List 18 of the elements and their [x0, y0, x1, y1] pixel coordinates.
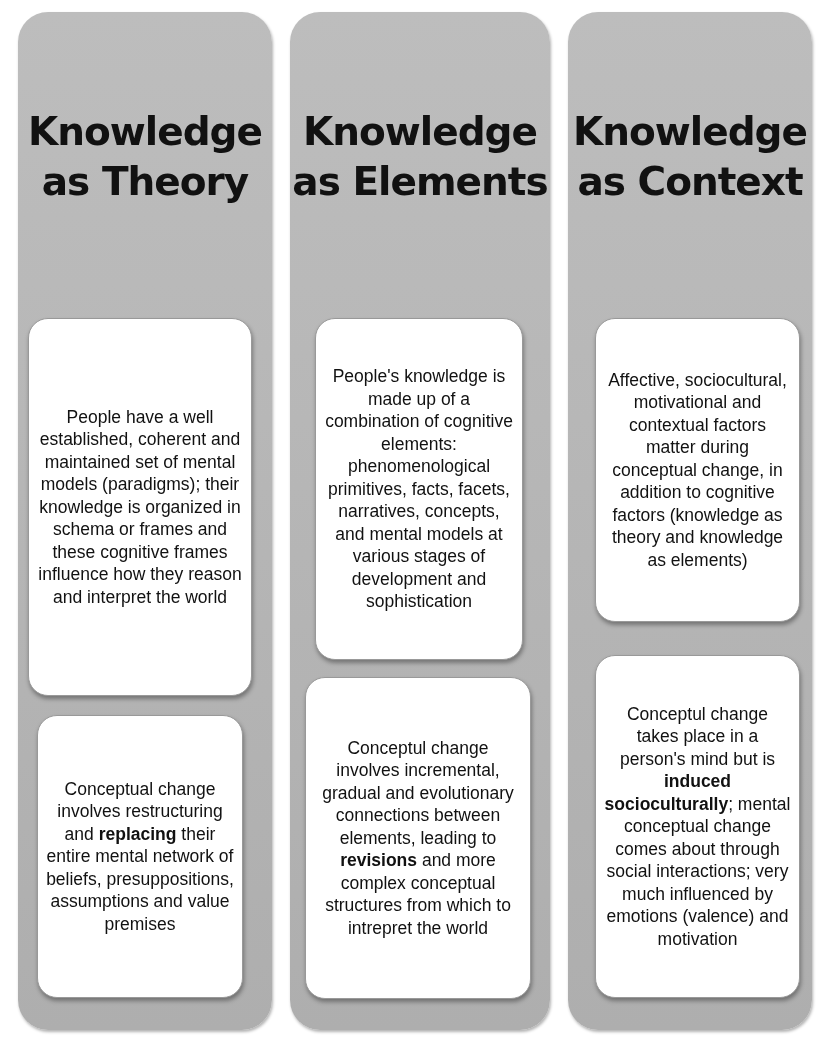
description-text: People have a well established, coherent and maintained set of mental models (paradigms); their knowledge is organized in schema or frames and these cognitive frames influence how they reason and interpret the world	[37, 405, 243, 609]
text-card	[595, 318, 800, 622]
column-panel	[18, 12, 272, 1030]
text-card	[315, 318, 523, 660]
description-text: Affective, sociocultural, motivational and contextual factors matter during conceptual change, in addition to cognitive factors (knowledge as theory and knowledge as elements)	[607, 368, 788, 572]
text-card	[37, 715, 243, 998]
text-card	[28, 318, 252, 696]
description-text: Conceptual change involves restructuring and replacing their entire mental network of beliefs, presuppositions, assumptions and value premises	[46, 777, 234, 936]
column-heading: Knowledge as Context	[572, 108, 808, 206]
column-panel	[568, 12, 812, 1030]
column-heading: Knowledge as Theory	[27, 108, 263, 206]
description-text: Conceptul change involves incremental, gradual and evolutionary connections between elements, leading to revisions and more complex conceptual structures from which to intrepret the world	[321, 736, 515, 940]
text-card	[305, 677, 531, 999]
column-panel	[290, 12, 550, 1030]
description-text: People's knowledge is made up of a combination of cognitive elements: phenomenological primitives, facts, facets, narratives, concepts, and mental models at various stages of development and sophistication	[324, 365, 514, 613]
description-text: Conceptul change takes place in a person's mind but is induced socioculturally; mental conceptual change comes about through social interactions; very much influenced by emotions (valence) and motivation	[604, 702, 791, 951]
text-card	[595, 655, 800, 998]
column-heading: Knowledge as Elements	[291, 108, 549, 206]
